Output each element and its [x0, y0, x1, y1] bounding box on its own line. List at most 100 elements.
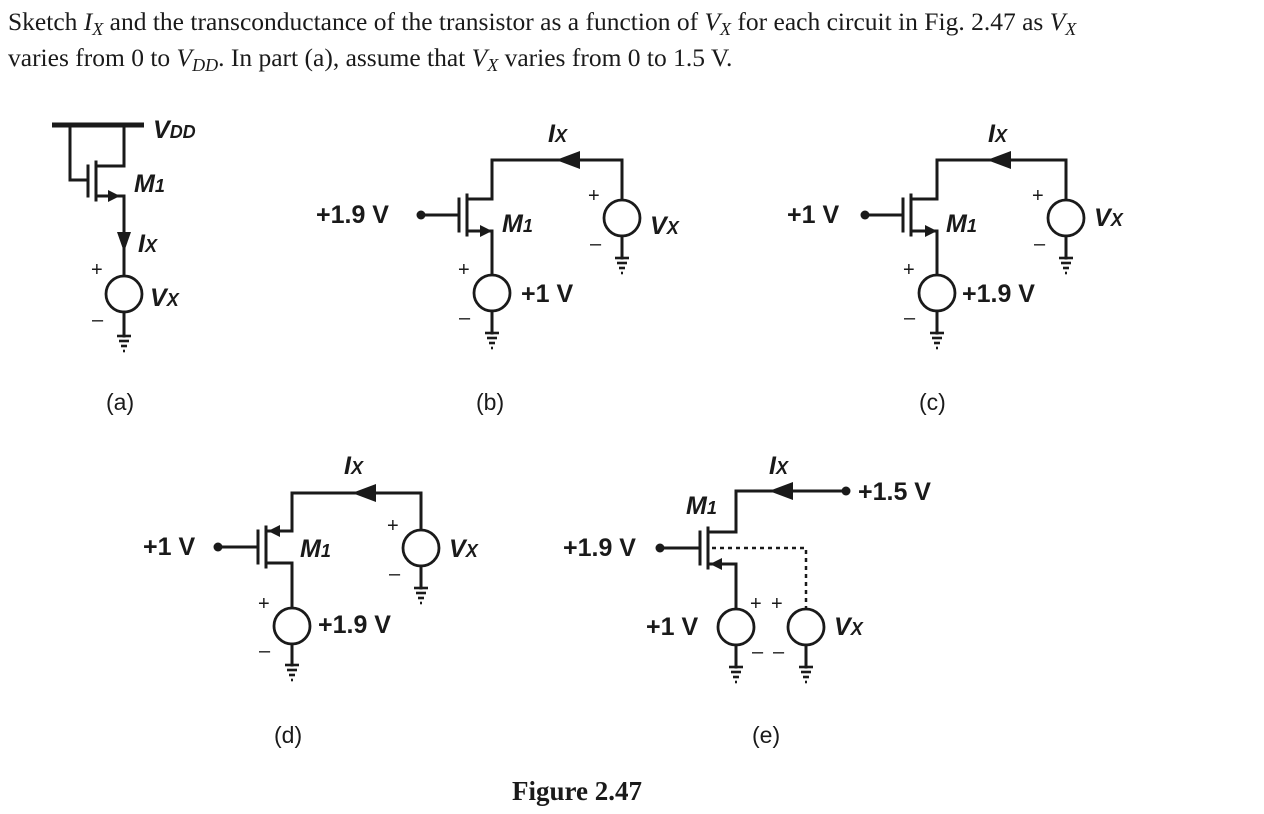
gate-voltage-label: +1 V — [787, 201, 839, 229]
minus-sign: – — [590, 233, 602, 255]
sub-x: X — [720, 19, 732, 39]
transistor-arrow — [925, 225, 937, 237]
drain-wire — [94, 123, 126, 168]
vx-label: VX — [150, 284, 180, 312]
ground-symbol — [414, 586, 428, 605]
transistor-label: M1 — [686, 492, 717, 520]
vx-label: VX — [1094, 204, 1124, 232]
current-label: IX — [138, 230, 158, 258]
transistor-label: M1 — [946, 210, 977, 238]
vx-label: VX — [449, 535, 479, 563]
source-wire — [706, 562, 738, 613]
transistor-label: M1 — [300, 535, 331, 563]
vx-source — [786, 607, 826, 647]
current-label: IX — [988, 120, 1008, 148]
circuit-e: +1.9 V +1.5 V M1 IX + + – – +1 V VX — [563, 452, 931, 748]
text-run: Sketch — [8, 7, 84, 36]
minus-sign: – — [389, 563, 401, 585]
problem-statement: Sketch IX and the transconductance of th… — [8, 4, 1258, 76]
source-voltage-source — [472, 273, 512, 313]
drain-wire — [909, 158, 1068, 202]
current-label: IX — [548, 120, 568, 148]
transistor-arrow — [480, 225, 492, 237]
ground-symbol — [799, 665, 813, 684]
source-wire — [264, 561, 294, 612]
current-label: IX — [344, 452, 364, 480]
ground-symbol — [1059, 256, 1073, 275]
transistor-arrow — [108, 190, 120, 202]
text-run: varies from 0 to 1.5 V. — [498, 43, 733, 72]
vx-source — [1046, 198, 1086, 238]
gate-wire — [68, 123, 90, 182]
var-vdd: V — [176, 43, 193, 72]
transistor-label: M1 — [134, 170, 165, 198]
vx-source — [104, 274, 144, 314]
circuit-d: +1 V M1 IX + – VX + – +1.9 V — [143, 452, 479, 748]
current-arrow — [769, 482, 793, 500]
sub-x: X — [92, 19, 104, 39]
source-voltage-label: +1 V — [521, 280, 573, 308]
ground-symbol — [729, 665, 743, 684]
plus-sign: + — [91, 259, 103, 281]
transistor-arrow — [710, 558, 722, 570]
plus-sign: + — [258, 593, 270, 615]
vx-source — [401, 528, 441, 568]
ground-symbol — [930, 331, 944, 350]
caption-c: (c) — [919, 389, 946, 415]
source-voltage-source — [917, 273, 957, 313]
ground-symbol — [615, 256, 629, 275]
source-voltage-label: +1.9 V — [962, 280, 1035, 308]
minus-sign: – — [259, 640, 271, 662]
current-arrow — [987, 151, 1011, 169]
source-wire — [465, 229, 494, 279]
transistor-arrow — [268, 525, 280, 537]
plus-sign: + — [750, 593, 762, 615]
source-wire — [909, 229, 939, 279]
problem-line-2: varies from 0 to VDD. In part (a), assum… — [8, 40, 1258, 76]
current-arrow — [556, 151, 580, 169]
sub-x: X — [1065, 19, 1077, 39]
ground-symbol — [117, 334, 131, 353]
gate-voltage-label: +1.9 V — [316, 201, 389, 229]
gate-voltage-label: +1 V — [143, 533, 195, 561]
var-ix: I — [83, 7, 93, 36]
transistor-label: M1 — [502, 210, 533, 238]
source-voltage-source — [272, 606, 312, 646]
plus-sign: + — [1032, 185, 1044, 207]
source-voltage-label: +1.9 V — [318, 611, 391, 639]
minus-sign: – — [904, 307, 916, 329]
sub-x: X — [487, 55, 499, 75]
circuit-c: +1 V M1 IX + – VX + – +1.9 V — [787, 120, 1124, 415]
caption-b: (b) — [476, 389, 504, 415]
text-run: for each circuit in Fig. 2.47 as — [731, 7, 1050, 36]
minus-sign: – — [92, 309, 104, 331]
gate-voltage-label: +1.9 V — [563, 534, 636, 562]
current-arrow — [352, 484, 376, 502]
var-vx: V — [704, 7, 721, 36]
vx-label: VX — [650, 212, 680, 240]
source-voltage-label: +1 V — [646, 613, 698, 641]
minus-sign: – — [752, 641, 764, 663]
current-label: IX — [769, 452, 789, 480]
problem-line-1: Sketch IX and the transconductance of th… — [8, 4, 1258, 40]
caption-d: (d) — [274, 722, 302, 748]
drain-terminal — [841, 486, 851, 496]
sub-dd: DD — [192, 55, 219, 75]
minus-sign: – — [773, 641, 785, 663]
ground-symbol — [285, 663, 299, 682]
caption-e: (e) — [752, 722, 780, 748]
drain-voltage-label: +1.5 V — [858, 478, 931, 506]
figure-caption: Figure 2.47 — [512, 776, 642, 806]
circuit-b: +1.9 V M1 IX + – VX + – +1 V — [316, 120, 680, 415]
drain-wire — [264, 491, 423, 533]
plus-sign: + — [771, 593, 783, 615]
vx-source — [602, 198, 642, 238]
vx-label: VX — [834, 613, 864, 641]
plus-sign: + — [588, 185, 600, 207]
var-vx: V — [471, 43, 488, 72]
caption-a: (a) — [106, 389, 134, 415]
drain-wire — [706, 489, 848, 534]
minus-sign: – — [1034, 233, 1046, 255]
circuit-a: VDD M1 IX + – VX (a) — [52, 116, 196, 415]
